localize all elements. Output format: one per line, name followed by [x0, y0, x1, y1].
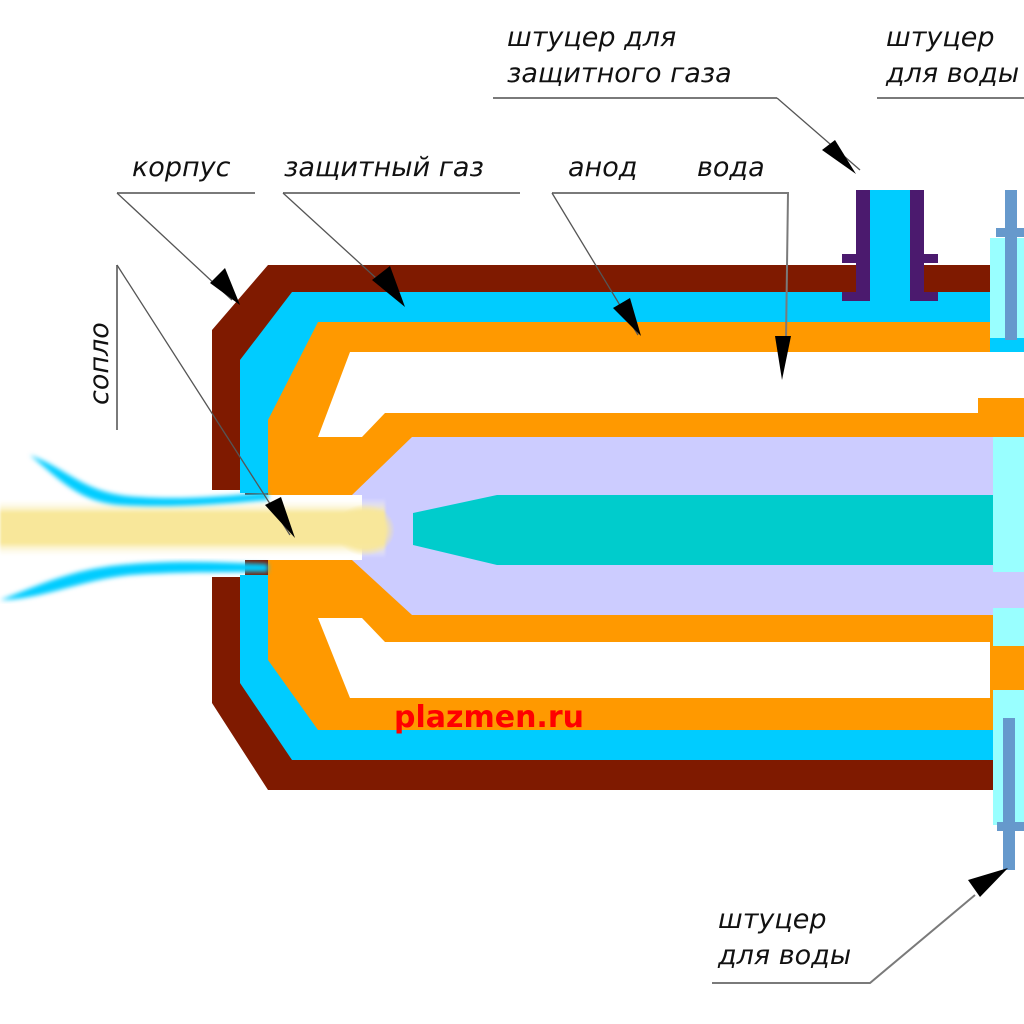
arrowhead-water-fitting-bottom	[968, 868, 1008, 897]
plasma-jet	[0, 498, 385, 558]
label-body: корпус	[132, 152, 231, 183]
arrowhead-gas-fitting	[822, 140, 856, 174]
water-fitting-top-flange	[996, 228, 1024, 237]
label-water-fitting-top-line1: штуцер	[886, 22, 995, 53]
label-water: вода	[697, 152, 765, 183]
label-shield-gas: защитный газ	[284, 152, 484, 183]
label-water-fitting-top-line2: для воды	[885, 58, 1019, 89]
label-gas-fitting-line2: защитного газа	[507, 58, 732, 89]
shield-gas-flame-lower	[0, 561, 268, 600]
arrowhead-anode	[613, 298, 641, 336]
plasma-arc-core	[335, 504, 395, 556]
cathode	[413, 495, 1024, 565]
rear-insulator-lower	[993, 608, 1024, 646]
water-fitting-bottom	[1003, 718, 1015, 870]
arrowhead-body	[210, 268, 240, 305]
shield-gas-fitting	[842, 190, 938, 305]
arrowhead-water	[775, 336, 791, 380]
water-channel-lower	[318, 618, 990, 698]
arrowhead-nozzle	[265, 497, 295, 538]
label-nozzle: сопло	[84, 322, 115, 405]
water-fitting-top	[1005, 190, 1017, 340]
arrowhead-shield-gas	[372, 266, 405, 307]
label-gas-fitting-line1: штуцер для	[507, 22, 676, 53]
shield-gas-flame-upper	[30, 455, 268, 507]
water-fitting-bottom-flange	[997, 822, 1024, 831]
rear-insulator-middle	[993, 437, 1024, 572]
watermark-text: plazmen.ru	[394, 700, 584, 735]
label-anode: анод	[568, 152, 637, 183]
label-water-fitting-bottom-line1: штуцер	[718, 904, 827, 935]
water-channel-upper	[318, 352, 1024, 437]
label-water-fitting-bottom-line2: для воды	[717, 940, 851, 971]
